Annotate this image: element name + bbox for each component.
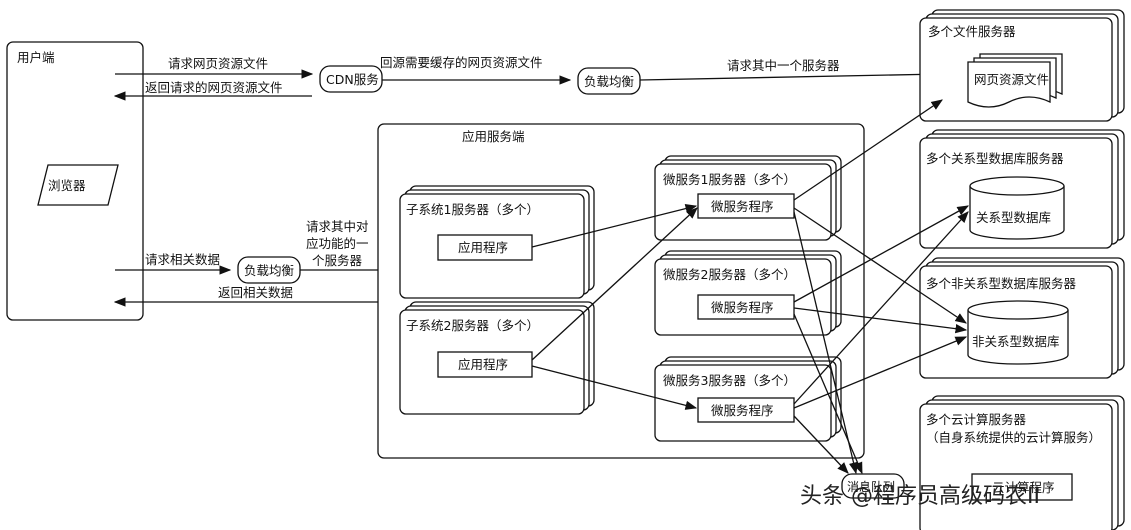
client-title: 用户端 [17, 50, 55, 65]
return-data-label: 返回相关数据 [218, 285, 293, 300]
nosql-label: 非关系型数据库 [972, 334, 1060, 349]
arrow-ms1-to-nosql [793, 207, 967, 324]
file-servers-title: 多个文件服务器 [928, 24, 1016, 39]
browser-label: 浏览器 [48, 178, 86, 193]
subsystem-2-title: 子系统2服务器（多个） [406, 318, 539, 333]
microservice-2-title: 微服务2服务器（多个） [663, 267, 796, 282]
cloud-servers-subtitle: （自身系统提供的云计算服务） [926, 430, 1101, 445]
route-label-2: 应功能的一 [306, 236, 369, 251]
route-label-1: 请求其中对 [306, 219, 369, 234]
back-to-origin-label: 回源需要缓存的网页资源文件 [380, 55, 543, 70]
top-load-balancer-label: 负载均衡 [584, 74, 634, 89]
rdb-cylinder [969, 176, 1065, 240]
request-one-server-label: 请求其中一个服务器 [727, 58, 840, 73]
nosql-servers-title: 多个非关系型数据库服务器 [926, 276, 1077, 291]
subsystem-1-program-label: 应用程序 [458, 240, 508, 255]
microservice-2-program-label: 微服务程序 [711, 300, 774, 315]
arrow-ms2-to-rdb [793, 205, 970, 303]
message-queue: 消息队列 [841, 473, 905, 499]
return-files-label: 返回请求的网页资源文件 [145, 80, 283, 95]
microservice-3-program [697, 397, 795, 423]
microservice-1-program-label: 微服务程序 [711, 199, 774, 214]
microservice-1-program [697, 193, 795, 219]
microservice-3-program-label: 微服务程序 [711, 403, 774, 418]
cloud-servers-panel: 多个云计算服务器 （自身系统提供的云计算服务） 云计算程序 [919, 395, 1125, 530]
web-files-label: 网页资源文件 [974, 72, 1049, 87]
arrow-ms1-to-files [793, 99, 943, 201]
arrow-sub2-to-ms3 [531, 365, 698, 410]
arrow-ms2-to-nosql [793, 307, 968, 334]
subsystem-2: 子系统2服务器（多个） 应用程序 [399, 301, 595, 415]
cloud-program [971, 473, 1073, 501]
arrow-ms3-to-queue [793, 415, 849, 474]
subsystem-1-program [437, 234, 533, 261]
microservice-1-title: 微服务1服务器（多个） [663, 172, 796, 187]
subsystem-1-title: 子系统1服务器（多个） [406, 202, 539, 217]
microservice-2-program [697, 294, 795, 320]
microservice-3: 微服务3服务器（多个） 微服务程序 [654, 356, 842, 442]
subsystem-2-program [437, 351, 533, 378]
connections [531, 99, 970, 475]
cloud-servers-title: 多个云计算服务器 [926, 412, 1027, 427]
nosql-cylinder [967, 300, 1069, 365]
rdb-label: 关系型数据库 [976, 210, 1051, 225]
cdn-label: CDN服务 [326, 72, 379, 87]
app-server-title: 应用服务端 [462, 129, 525, 144]
client-data-flow: 请求相关数据 负载均衡 请求其中对 应功能的一 个服务器 返回相关数据 [113, 219, 394, 307]
cloud-program-label: 云计算程序 [992, 480, 1055, 495]
browser-shape [37, 164, 119, 206]
arrow-ms3-to-nosql [793, 336, 968, 409]
arrow-ms3-to-rdb [793, 211, 969, 405]
microservice-3-title: 微服务3服务器（多个） [663, 373, 796, 388]
subsystem-1: 子系统1服务器（多个） 应用程序 [399, 185, 595, 299]
arrow-sub2-to-ms1 [531, 207, 698, 361]
rdb-servers-title: 多个关系型数据库服务器 [926, 151, 1064, 166]
route-label-3: 个服务器 [312, 253, 363, 268]
request-files-label: 请求网页资源文件 [168, 56, 268, 71]
top-load-balancer [577, 67, 641, 95]
arrow-ms1-to-queue [793, 211, 859, 475]
app-server-panel: 应用服务端 子系统1服务器（多个） 应用程序 子系统2服务器（多个） 应用程序 … [377, 123, 865, 459]
subsystem-2-program-label: 应用程序 [458, 357, 508, 372]
file-servers-panel: 多个文件服务器 网页资源文件 [919, 9, 1125, 122]
web-files-doc [967, 61, 1051, 108]
arrow-request-one-server [639, 69, 944, 81]
arrow-sub1-to-ms1 [531, 204, 698, 248]
nosql-servers-panel: 多个非关系型数据库服务器 非关系型数据库 [919, 257, 1125, 379]
cdn-node [319, 65, 383, 93]
top-flow: 请求网页资源文件 返回请求的网页资源文件 CDN服务 回源需要缓存的网页资源文件… [113, 55, 944, 101]
app-load-balancer-label: 负载均衡 [244, 263, 294, 278]
message-queue-label: 消息队列 [847, 479, 895, 494]
request-data-label: 请求相关数据 [145, 252, 220, 267]
client-panel: 用户端 浏览器 [6, 41, 144, 321]
microservice-1: 微服务1服务器（多个） 微服务程序 [654, 155, 842, 241]
watermark: 头条 @程序员高级码农II [800, 484, 1040, 509]
